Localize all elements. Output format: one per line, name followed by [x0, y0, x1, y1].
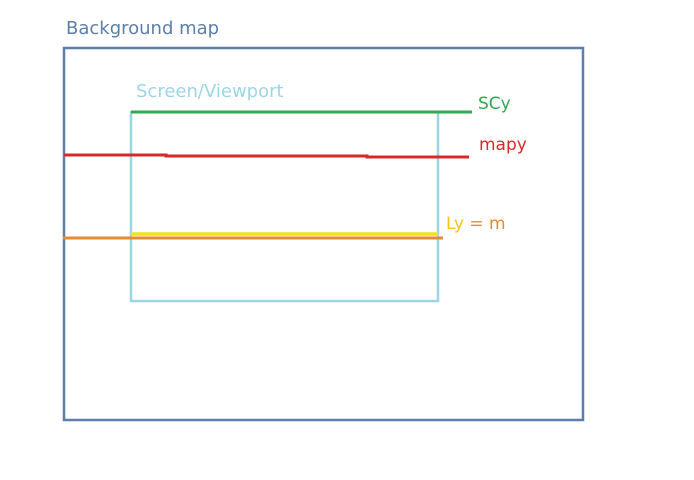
background-map-frame [62, 46, 585, 422]
mapy-label: mapy [479, 135, 527, 155]
ly-label-suffix: = m [464, 214, 506, 234]
viewport-frame [129, 110, 440, 303]
mapy-line [64, 153, 469, 159]
ly-label-prefix: Ly [446, 214, 464, 234]
scy-label: SCy [478, 94, 511, 114]
ly-label: Ly = m [446, 214, 506, 234]
viewport-label: Screen/Viewport [136, 81, 284, 102]
background-map-label: Background map [66, 18, 219, 39]
